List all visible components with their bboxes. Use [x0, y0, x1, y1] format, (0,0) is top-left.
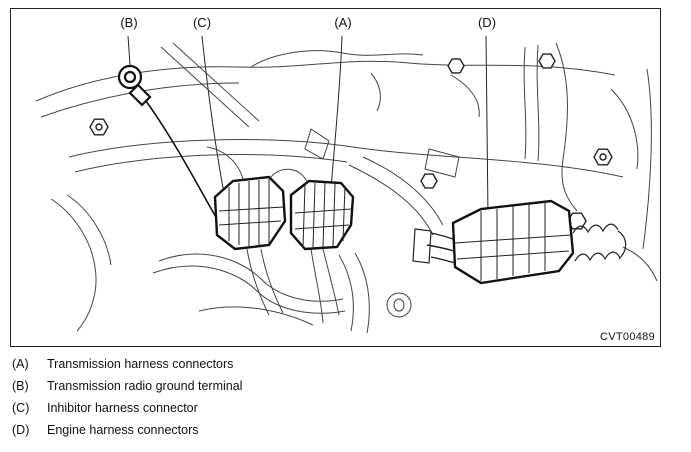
callout-leader-lines: [127, 35, 489, 216]
engine-bay-illustration: [35, 35, 658, 334]
legend-text: Inhibitor harness connector: [47, 401, 198, 415]
bolt-head-icons: [89, 53, 613, 230]
figure-legend: (A) Transmission harness connectors (B) …: [12, 357, 672, 445]
figure-code: CVT00489: [597, 331, 655, 343]
legend-item-c: (C) Inhibitor harness connector: [12, 401, 672, 423]
engine-background-linework: [35, 42, 658, 334]
callout-label-d: (D): [475, 15, 499, 30]
legend-text: Transmission radio ground terminal: [47, 379, 243, 393]
callout-label-a: (A): [332, 15, 354, 30]
legend-item-a: (A) Transmission harness connectors: [12, 357, 672, 379]
legend-text: Transmission harness connectors: [47, 357, 234, 371]
legend-key: (D): [12, 423, 30, 437]
connector-c: [213, 175, 287, 251]
legend-item-b: (B) Transmission radio ground terminal: [12, 379, 672, 401]
connector-d: [412, 199, 627, 285]
legend-text: Engine harness connectors: [47, 423, 199, 437]
figure-frame: (B) (C) (A) (D): [10, 8, 661, 347]
legend-key: (A): [12, 357, 29, 371]
legend-item-d: (D) Engine harness connectors: [12, 423, 672, 445]
connector-a: [289, 179, 355, 251]
legend-key: (B): [12, 379, 29, 393]
callout-label-b: (B): [118, 15, 140, 30]
corrugated-tube: [572, 223, 627, 262]
callout-label-c: (C): [190, 15, 214, 30]
legend-key: (C): [12, 401, 30, 415]
